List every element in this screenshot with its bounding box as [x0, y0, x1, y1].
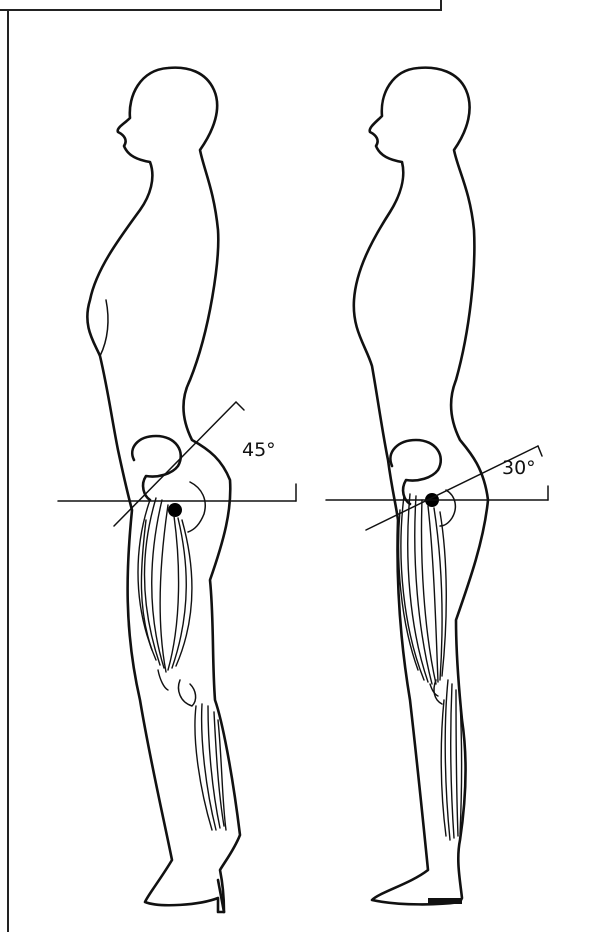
knee-right [434, 680, 442, 704]
calf-muscles-right [441, 680, 461, 840]
figure-right: 30° [326, 68, 548, 905]
hamstring-muscles-left [138, 498, 192, 690]
chest-contour-left [100, 300, 108, 356]
angle-label-left: 45° [242, 439, 276, 461]
shoe-sole-right [428, 898, 462, 904]
femur-head-left [168, 503, 182, 517]
glute-right [440, 490, 455, 526]
angle-tick-left [236, 402, 244, 410]
body-outline-right [354, 68, 488, 905]
figure-left: 45° [58, 68, 296, 912]
glute-left [188, 482, 205, 532]
angle-tick-right [538, 446, 542, 456]
knee-left [179, 680, 196, 706]
pelvis-left [132, 436, 181, 500]
angle-label-right: 30° [502, 457, 536, 479]
body-outline-left [87, 68, 240, 912]
